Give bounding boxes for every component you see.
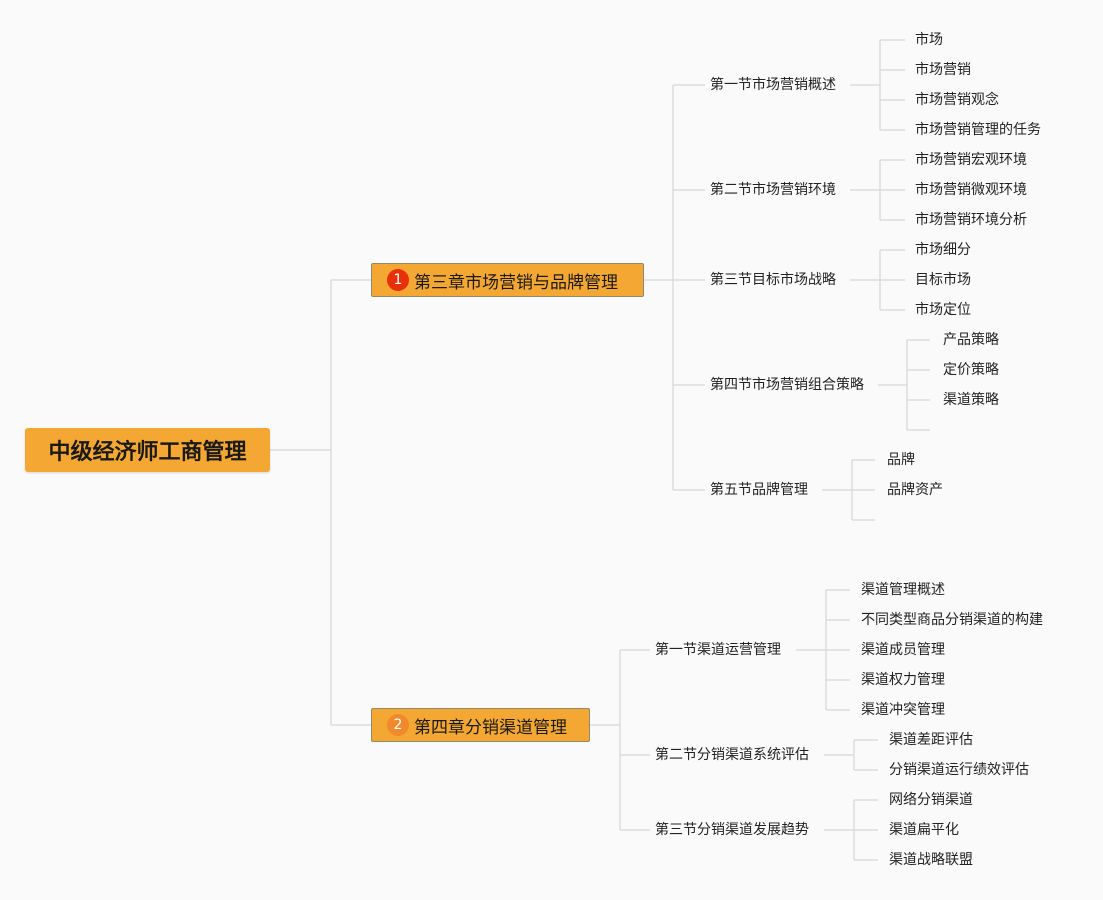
- leaf-topic[interactable]: 市场营销管理的任务: [915, 122, 1041, 138]
- leaf-topic[interactable]: 市场: [915, 32, 943, 48]
- leaf-topic[interactable]: 网络分销渠道: [889, 792, 973, 808]
- section-topic[interactable]: 第二节市场营销环境: [710, 182, 836, 198]
- section-topic[interactable]: 第三节分销渠道发展趋势: [655, 822, 809, 838]
- number-badge-icon: 1: [387, 269, 409, 291]
- leaf-topic[interactable]: 定价策略: [943, 362, 999, 378]
- leaf-topic[interactable]: 渠道扁平化: [889, 822, 959, 838]
- leaf-topic[interactable]: 市场营销微观环境: [915, 182, 1027, 198]
- leaf-topic[interactable]: 市场定位: [915, 302, 971, 318]
- section-topic[interactable]: 第五节品牌管理: [710, 482, 808, 498]
- section-topic[interactable]: 第二节分销渠道系统评估: [655, 747, 809, 763]
- leaf-topic[interactable]: 产品策略: [943, 332, 999, 348]
- section-topic[interactable]: 第一节渠道运营管理: [655, 642, 781, 658]
- leaf-topic[interactable]: 渠道管理概述: [861, 582, 945, 598]
- leaf-topic[interactable]: 品牌: [887, 452, 915, 468]
- section-topic[interactable]: 第四节市场营销组合策略: [710, 377, 864, 393]
- chapter-topic-1[interactable]: 1 第三章市场营销与品牌管理: [371, 263, 644, 297]
- section-topic[interactable]: 第一节市场营销概述: [710, 77, 836, 93]
- leaf-topic[interactable]: 渠道策略: [943, 392, 999, 408]
- chapter-label: 第三章市场营销与品牌管理: [414, 272, 618, 293]
- leaf-topic[interactable]: 不同类型商品分销渠道的构建: [861, 612, 1043, 628]
- root-topic-label: 中级经济师工商管理: [48, 440, 247, 465]
- leaf-topic[interactable]: 渠道冲突管理: [861, 702, 945, 718]
- root-topic[interactable]: 中级经济师工商管理: [25, 428, 270, 472]
- leaf-topic[interactable]: 市场营销观念: [915, 92, 999, 108]
- leaf-topic[interactable]: 市场细分: [915, 242, 971, 258]
- leaf-topic[interactable]: 渠道成员管理: [861, 642, 945, 658]
- leaf-topic[interactable]: 渠道差距评估: [889, 732, 973, 748]
- leaf-topic[interactable]: 渠道权力管理: [861, 672, 945, 688]
- chapter-label: 第四章分销渠道管理: [414, 717, 567, 738]
- number-badge-icon: 2: [387, 714, 409, 736]
- leaf-topic[interactable]: 市场营销宏观环境: [915, 152, 1027, 168]
- leaf-topic[interactable]: 渠道战略联盟: [889, 852, 973, 868]
- leaf-topic[interactable]: 品牌资产: [887, 482, 943, 498]
- leaf-topic[interactable]: 市场营销: [915, 62, 971, 78]
- section-topic[interactable]: 第三节目标市场战略: [710, 272, 836, 288]
- chapter-topic-2[interactable]: 2 第四章分销渠道管理: [371, 708, 590, 742]
- leaf-topic[interactable]: 市场营销环境分析: [915, 212, 1027, 228]
- leaf-topic[interactable]: 目标市场: [915, 272, 971, 288]
- leaf-topic[interactable]: 分销渠道运行绩效评估: [889, 762, 1029, 778]
